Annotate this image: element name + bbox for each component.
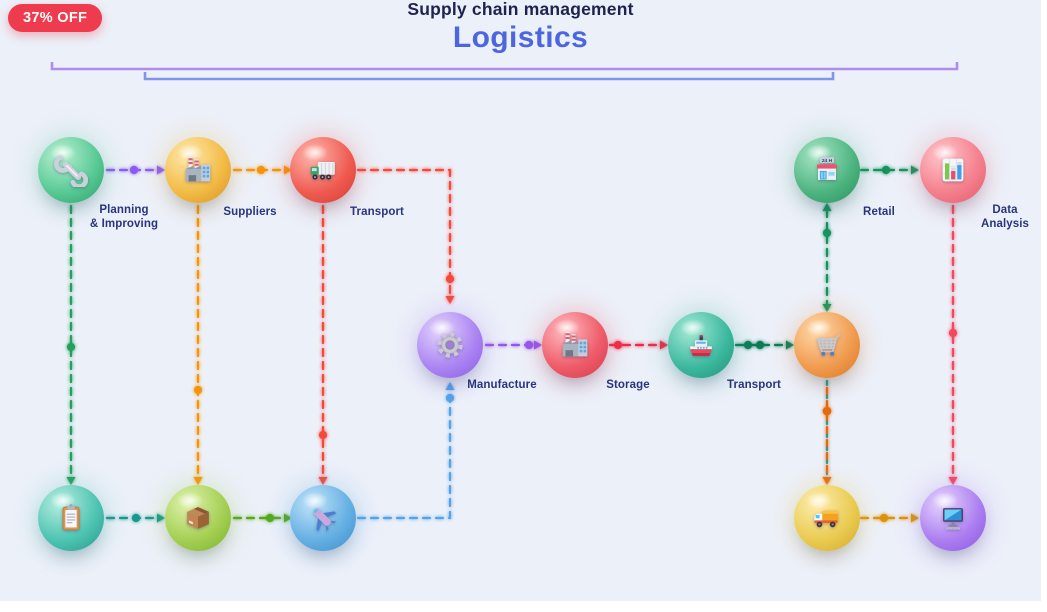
edge-checklist-package [105, 513, 165, 523]
box-icon [187, 507, 209, 529]
label-storage: Storage [606, 379, 650, 391]
label-retail: Retail [863, 206, 895, 218]
infographic-canvas: 37% OFF Supply chain management Logistic… [0, 0, 1041, 601]
title-bracket-outer [50, 62, 959, 71]
page-title: Supply chain management [407, 0, 634, 19]
edge-data-computer [948, 204, 958, 485]
node-transport-road [290, 137, 356, 203]
factory-icon [185, 156, 211, 182]
edge-package-airplane [232, 513, 292, 523]
label-suppliers: Suppliers [223, 206, 277, 218]
title-bracket-inner [143, 72, 835, 81]
edge-planning-suppliers [105, 165, 165, 175]
node-air-transport [290, 485, 356, 551]
edge-planning-checklist [66, 204, 76, 485]
factory-icon [562, 331, 588, 357]
node-transport-sea [668, 312, 734, 378]
wrench-icon [54, 155, 88, 187]
node-planning [38, 137, 104, 203]
shopping-cart-icon [817, 334, 840, 356]
edge-transport-airplane [318, 204, 328, 485]
edge-airplane-manufacture [356, 382, 455, 520]
airplane-icon [313, 508, 337, 532]
node-package [165, 485, 231, 551]
node-manufacture [417, 312, 483, 378]
node-shopping-cart [794, 312, 860, 378]
edge-storage-ship [608, 340, 668, 350]
label-transport-road: Transport [350, 206, 404, 218]
edge-retail-data [859, 165, 919, 175]
node-storage [542, 312, 608, 378]
node-retail: 24 H [794, 137, 860, 203]
label-data-analysis: Data Analysis [980, 204, 1030, 230]
node-data-analysis [920, 137, 986, 203]
ship-icon [690, 335, 712, 356]
edge-suppliers-package [193, 204, 203, 485]
monitor-icon [943, 508, 963, 530]
edge-truck-computer [859, 513, 919, 523]
label-planning: Planning & Improving [89, 204, 159, 230]
label-transport-sea: Transport [727, 379, 781, 391]
node-delivery-truck [794, 485, 860, 551]
edge-transport-manufacture [356, 168, 455, 304]
edge-ship-cart [734, 340, 794, 350]
edge-cart-truck [822, 379, 832, 485]
label-manufacture: Manufacture [467, 379, 537, 391]
gear-icon [437, 332, 463, 358]
store-24h-icon: 24 H [817, 157, 837, 180]
edge-suppliers-transport [232, 165, 292, 175]
clipboard-icon [62, 504, 80, 531]
page-subtitle: Logistics [452, 21, 589, 54]
header: Supply chain management Logistics [0, 0, 1041, 55]
delivery-truck-icon [814, 510, 838, 528]
cargo-truck-icon [310, 161, 335, 180]
node-checklist [38, 485, 104, 551]
connector-layer [50, 62, 959, 523]
discount-badge: 37% OFF [8, 4, 103, 32]
node-computer [920, 485, 986, 551]
node-suppliers [165, 137, 231, 203]
svg-text:24 H: 24 H [822, 158, 833, 164]
edge-manufacture-storage [484, 340, 542, 350]
bar-chart-icon [942, 158, 964, 182]
edge-retail-cart [822, 203, 832, 312]
